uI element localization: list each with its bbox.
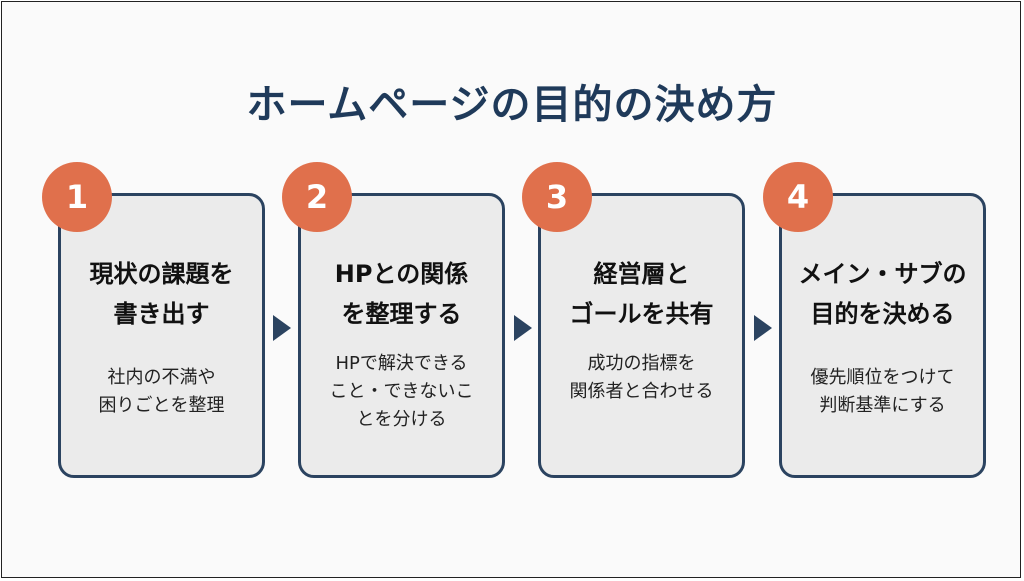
step-description: HPで解決できること・できないことを分ける — [301, 350, 502, 434]
step-heading: HPとの関係を整理する — [301, 254, 502, 334]
heading-line: ゴールを共有 — [569, 300, 714, 328]
step-description: 成功の指標を関係者と合わせる — [541, 350, 742, 406]
heading-line: 現状の課題を — [89, 260, 234, 288]
step-card-4: メイン・サブの目的を決める 優先順位をつけて判断基準にする — [779, 193, 986, 478]
description-line: 判断基準にする — [819, 395, 946, 416]
step-heading: 現状の課題を書き出す — [61, 254, 262, 334]
step-heading: 経営層とゴールを共有 — [541, 254, 742, 334]
step-number-badge: 3 — [522, 162, 592, 232]
description-line: HPで解決できる — [335, 353, 468, 374]
description-line: 社内の不満や — [107, 367, 216, 388]
arrow-right-icon — [754, 315, 772, 341]
description-line: 優先順位をつけて — [810, 367, 955, 388]
heading-line: 目的を決める — [810, 300, 955, 328]
step-card-1: 現状の課題を書き出す 社内の不満や困りごとを整理 — [58, 193, 265, 478]
heading-line: を整理する — [341, 300, 462, 328]
description-line: こと・できないこ — [329, 381, 474, 402]
heading-line: 書き出す — [113, 300, 210, 328]
description-line: 関係者と合わせる — [569, 381, 714, 402]
step-heading: メイン・サブの目的を決める — [782, 254, 983, 334]
step-number-badge: 4 — [763, 162, 833, 232]
heading-line: 経営層と — [593, 260, 690, 288]
description-line: 困りごとを整理 — [98, 395, 225, 416]
step-number-badge: 2 — [282, 162, 352, 232]
step-description: 優先順位をつけて判断基準にする — [782, 364, 983, 420]
arrow-right-icon — [273, 315, 291, 341]
step-card-3: 経営層とゴールを共有 成功の指標を関係者と合わせる — [538, 193, 745, 478]
description-line: とを分ける — [356, 409, 447, 430]
heading-line: HPとの関係 — [334, 260, 469, 288]
step-card-2: HPとの関係を整理する HPで解決できること・できないことを分ける — [298, 193, 505, 478]
step-description: 社内の不満や困りごとを整理 — [61, 364, 262, 420]
arrow-right-icon — [514, 315, 532, 341]
description-line: 成功の指標を — [587, 353, 696, 374]
heading-line: メイン・サブの — [798, 260, 967, 288]
step-number-badge: 1 — [42, 162, 112, 232]
page-title: ホームページの目的の決め方 — [246, 82, 778, 128]
